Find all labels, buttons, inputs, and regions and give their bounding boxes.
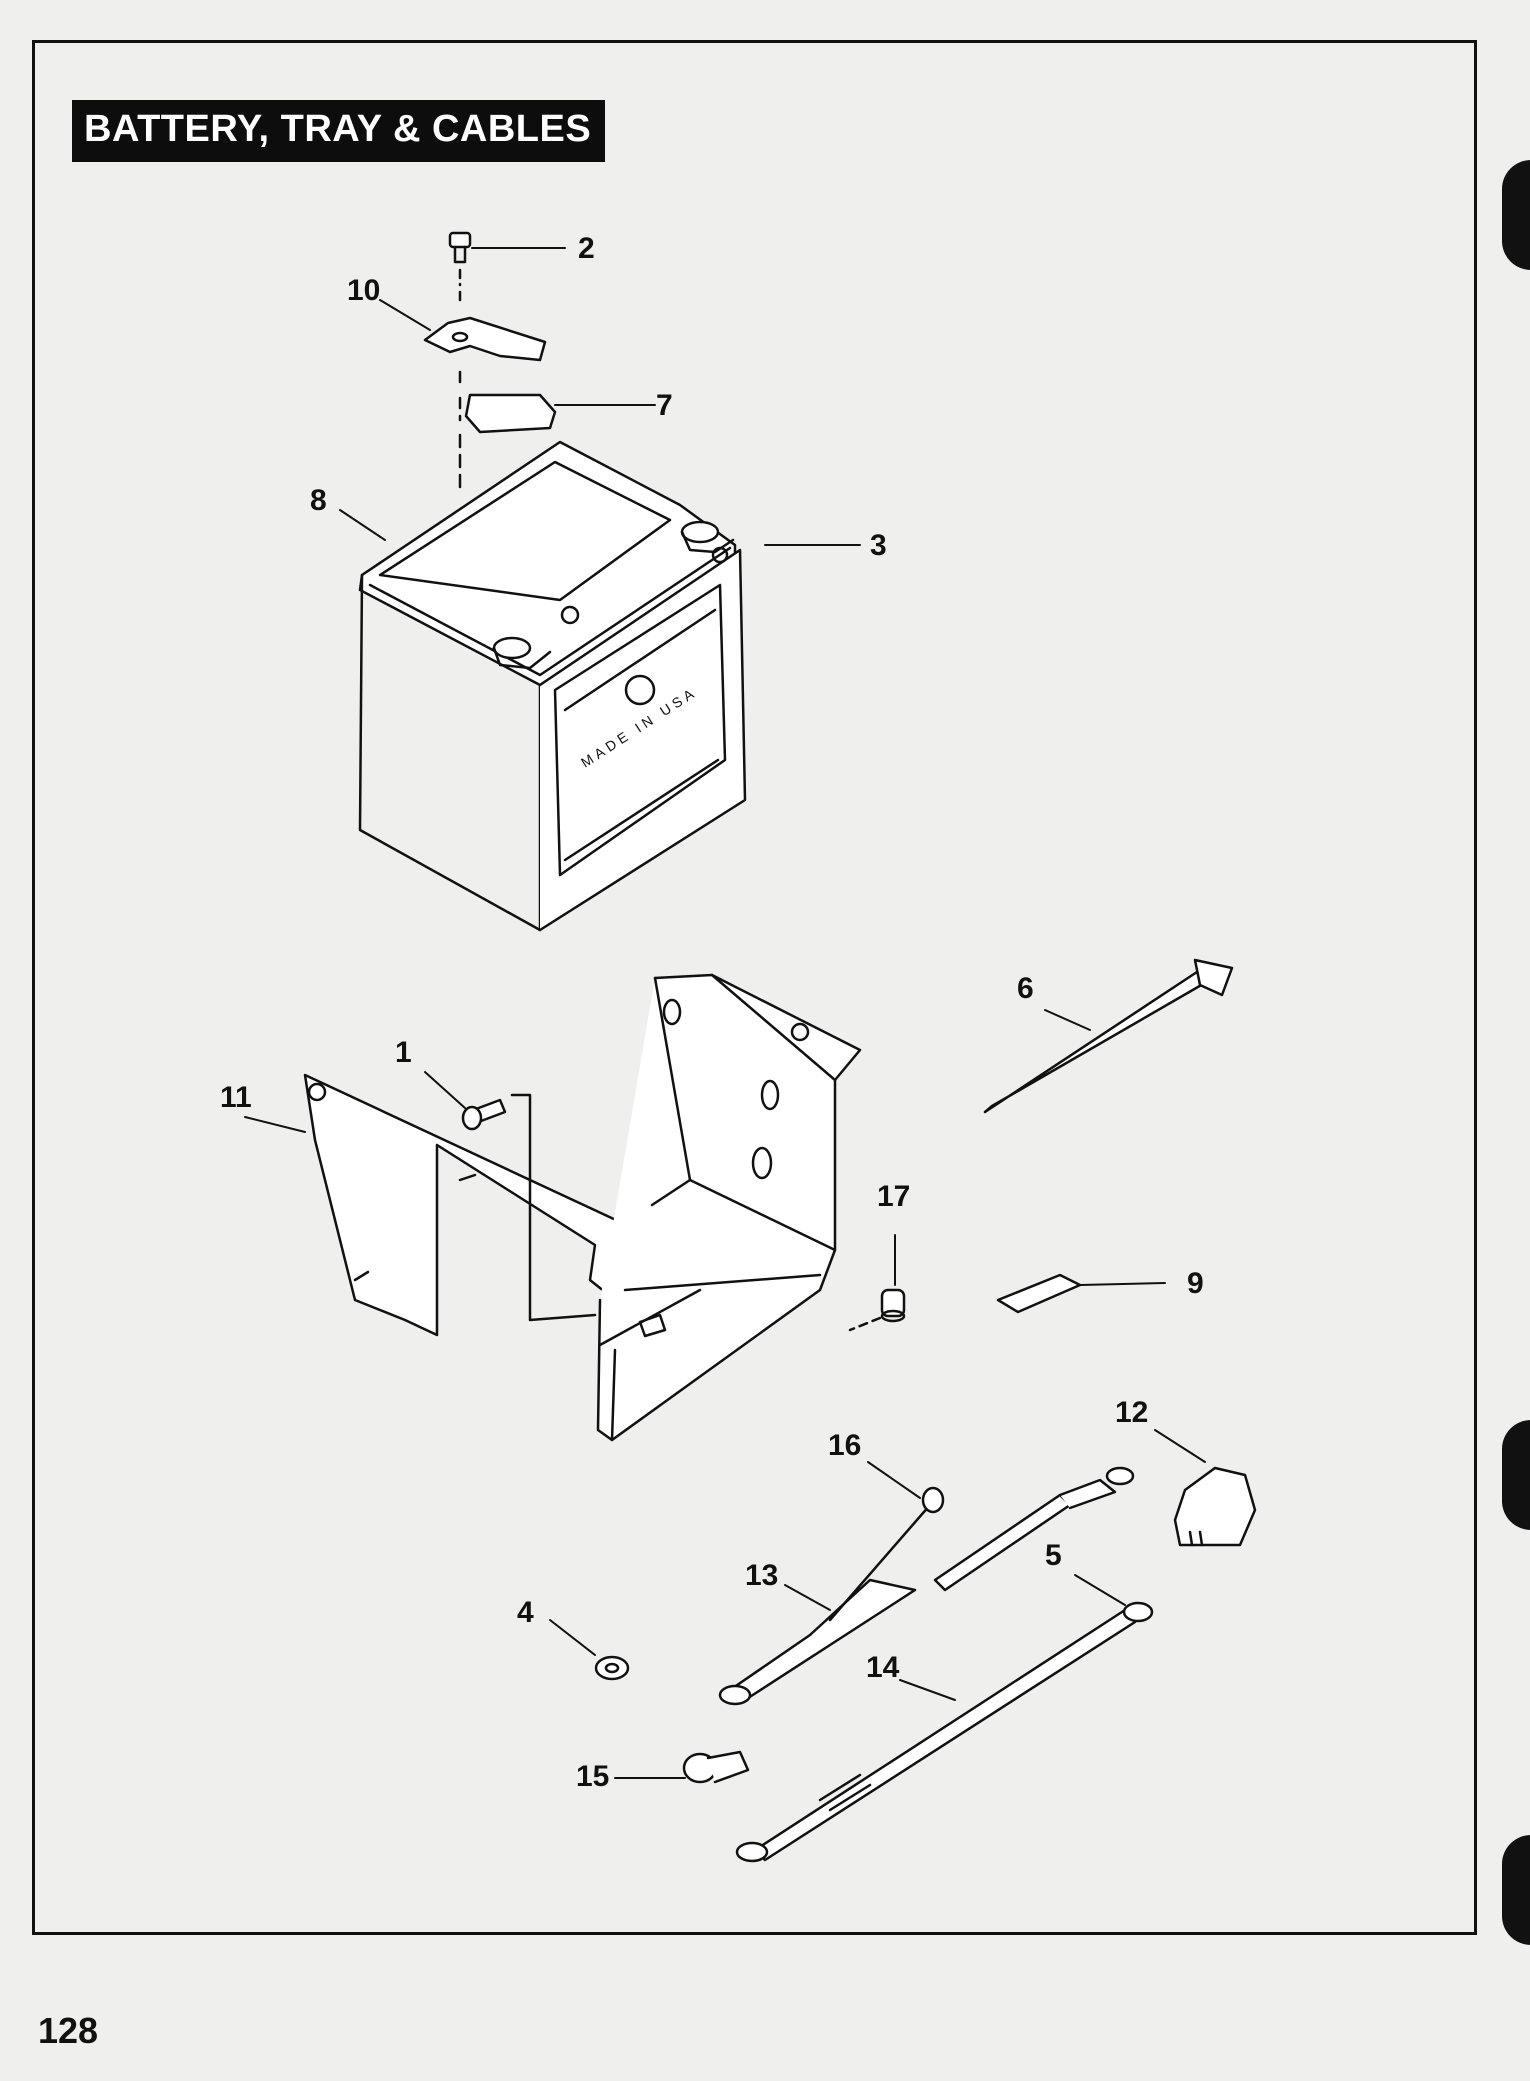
part-14-ground-strap <box>735 1601 1154 1863</box>
part-9-label <box>996 1273 1082 1314</box>
callout-6: 6 <box>1017 972 1034 1005</box>
callout-14: 14 <box>866 1651 900 1684</box>
part-10-clamp <box>423 316 547 422</box>
callout-13: 13 <box>745 1559 778 1592</box>
page-number: 128 <box>38 2010 99 2051</box>
page-title: BATTERY, TRAY & CABLES <box>72 100 606 162</box>
callout-4: 4 <box>517 1596 534 1629</box>
callout-12: 12 <box>1115 1396 1148 1429</box>
battery-tray <box>596 973 862 1442</box>
part-6-cable-strap <box>983 958 1234 1114</box>
callout-9: 9 <box>1187 1267 1204 1300</box>
part-12-terminal-cover <box>1173 1466 1257 1547</box>
part-4-washer <box>594 1655 630 1681</box>
callout-10: 10 <box>347 274 380 307</box>
callout-7: 7 <box>656 389 673 422</box>
callout-15: 15 <box>576 1760 609 1793</box>
callout-17: 17 <box>877 1180 910 1213</box>
callout-16: 16 <box>828 1429 861 1462</box>
part-1-screw <box>461 1093 597 1322</box>
part-8-battery: MADE IN USA <box>358 440 747 932</box>
part-15-eyelet <box>682 1750 750 1784</box>
part-2-screw <box>448 231 472 307</box>
page-tab-marker <box>1502 160 1530 270</box>
page-frame <box>32 40 1477 1935</box>
callout-2: 2 <box>578 232 595 265</box>
page-tab-marker <box>1502 1835 1530 1945</box>
callout-1: 1 <box>395 1036 412 1069</box>
part-17-spacer <box>848 1288 906 1332</box>
callout-11: 11 <box>220 1081 252 1114</box>
page-tab-marker <box>1502 1420 1530 1530</box>
callout-8: 8 <box>310 484 327 517</box>
callout-5: 5 <box>1045 1539 1062 1572</box>
part-13-cable <box>718 1486 945 1706</box>
part-cable-positive <box>933 1466 1135 1592</box>
callout-leader-lines <box>244 247 1206 1779</box>
callout-3: 3 <box>870 529 887 562</box>
callout-numbers: 2 10 7 8 3 6 1 11 17 9 12 16 5 13 4 14 1… <box>220 232 1204 1793</box>
part-7-pad <box>464 393 557 434</box>
